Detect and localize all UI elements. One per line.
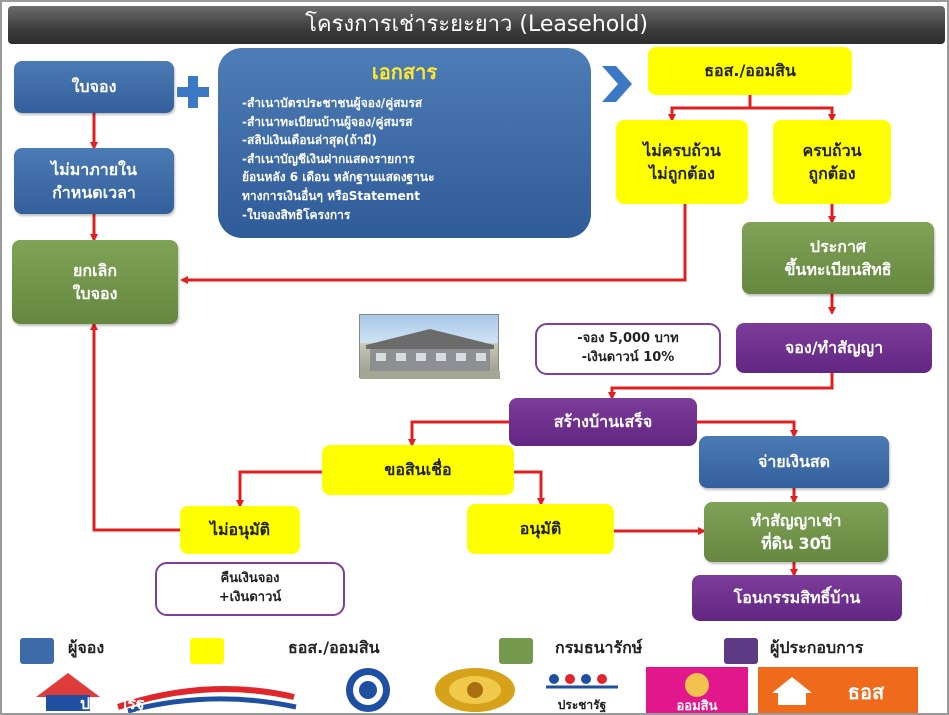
node-loan-label: ขอสินเชื่อ bbox=[384, 460, 452, 480]
pracharat-people-logo-text: ประชารัฐ bbox=[558, 698, 607, 713]
node-pay-cash: จ่ายเงินสด bbox=[699, 436, 889, 488]
pracharat-housing-logo: ประชารัฐ bbox=[28, 667, 298, 713]
arrow-not-approved-to-cancel bbox=[90, 322, 182, 532]
townhouse-image bbox=[360, 329, 500, 379]
node-refund: คืนเงินจอง +เงินดาวน์ bbox=[155, 562, 345, 616]
node-not-approved-label: ไม่อนุมัติ bbox=[209, 520, 271, 540]
page-title: โครงการเช่าระยะยาว (Leasehold) bbox=[8, 6, 945, 44]
node-announce-line-1: ประกาศ bbox=[809, 236, 867, 256]
chevron-right-icon bbox=[602, 66, 632, 102]
node-refund-line-1: คืนเงินจอง bbox=[220, 571, 280, 587]
arrow-bank-to-complete bbox=[750, 106, 836, 122]
house-photo bbox=[359, 314, 500, 379]
node-bank: ธอส./ออมสิน bbox=[648, 47, 852, 95]
node-deposit: -จอง 5,000 บาท -เงินดาวน์ 10% bbox=[535, 323, 721, 375]
node-lease: ทำสัญญาเช่า ที่ดิน 30ปี bbox=[704, 502, 888, 562]
node-complete-line-2: ถูกต้อง bbox=[808, 164, 856, 183]
pracharat-housing-logo-text: ประชารัฐ bbox=[80, 694, 145, 713]
node-approved: อนุมัติ bbox=[467, 504, 614, 554]
document-item: ทางการเงินอื่นๆ หรือStatement bbox=[242, 188, 420, 203]
node-not-in-time-line-1: ไม่มาภายใน bbox=[51, 159, 137, 179]
node-refund-line-2: +เงินดาวน์ bbox=[218, 590, 282, 605]
legend: ผู้จอง ธอส./ออมสิน กรมธนารักษ์ ผู้ประกอบ… bbox=[2, 630, 949, 664]
node-pay-cash-label: จ่ายเงินสด bbox=[757, 452, 831, 472]
node-announce: ประกาศ ขึ้นทะเบียนสิทธิ bbox=[742, 222, 934, 294]
documents-panel: เอกสาร -สำเนาบัตรประชาชนผู้จอง/คู่สมรส -… bbox=[218, 48, 591, 238]
treasury-department-logo bbox=[435, 668, 515, 712]
legend-swatch-developer bbox=[724, 638, 758, 664]
node-incomplete-line-1: ไม่ครบถ้วน bbox=[643, 140, 721, 160]
node-incomplete: ไม่ครบถ้วน ไม่ถูกต้อง bbox=[616, 120, 748, 204]
node-lease-line-2: ที่ดิน 30ปี bbox=[761, 534, 831, 553]
document-item: -สำเนาทะเบียนบ้านผู้จอง/คู่สมรส bbox=[242, 114, 413, 129]
node-not-in-time-line-2: กำหนดเวลา bbox=[52, 183, 136, 202]
legend-swatch-treasury bbox=[499, 638, 533, 664]
arrow-incomplete-to-cancel bbox=[180, 204, 687, 284]
node-cancel-line-2: ใบจอง bbox=[72, 284, 118, 303]
node-transfer-label: โอนกรรมสิทธิ์บ้าน bbox=[733, 588, 861, 608]
gsb-logo: ออมสิน bbox=[646, 667, 748, 713]
node-build-done: สร้างบ้านเสร็จ bbox=[509, 398, 697, 446]
legend-swatch-reserver bbox=[20, 638, 54, 664]
node-approved-label: อนุมัติ bbox=[519, 519, 562, 539]
legend-label-reserver: ผู้จอง bbox=[68, 638, 105, 657]
arrow-loan-to-approved bbox=[514, 470, 545, 506]
node-loan: ขอสินเชื่อ bbox=[322, 445, 514, 495]
node-transfer: โอนกรรมสิทธิ์บ้าน bbox=[692, 575, 902, 621]
node-lease-line-1: ทำสัญญาเช่า bbox=[750, 510, 842, 530]
logo-strip: ประชารัฐ ประชารัฐ ออมสิน bbox=[28, 667, 925, 713]
node-build-done-label: สร้างบ้านเสร็จ bbox=[553, 412, 653, 432]
pracharat-people-logo: ประชารัฐ bbox=[546, 674, 618, 713]
arrow-contract-to-build bbox=[608, 373, 834, 400]
node-not-in-time: ไม่มาภายใน กำหนดเวลา bbox=[14, 148, 174, 214]
legend-swatch-bank bbox=[190, 638, 224, 664]
node-complete: ครบถ้วน ถูกต้อง bbox=[773, 120, 891, 204]
ghb-logo: ธอส bbox=[758, 667, 918, 713]
node-cancel: ยกเลิก ใบจอง bbox=[12, 240, 178, 324]
node-contract-label: จอง/ทำสัญญา bbox=[784, 338, 884, 358]
node-not-approved: ไม่อนุมัติ bbox=[180, 506, 300, 554]
plus-icon bbox=[177, 76, 209, 108]
legend-label-developer: ผู้ประกอบการ bbox=[770, 638, 864, 657]
documents-title: เอกสาร bbox=[371, 60, 438, 84]
node-incomplete-line-2: ไม่ถูกต้อง bbox=[649, 164, 715, 183]
node-complete-line-1: ครบถ้วน bbox=[802, 140, 862, 160]
node-announce-line-2: ขึ้นทะเบียนสิทธิ bbox=[784, 260, 892, 279]
legend-label-bank: ธอส./ออมสิน bbox=[288, 638, 380, 657]
node-reservation-label: ใบจอง bbox=[71, 77, 117, 97]
legend-label-treasury: กรมธนารักษ์ bbox=[555, 638, 643, 657]
node-reservation: ใบจอง bbox=[14, 61, 174, 113]
document-item: -สำเนาบัตรประชาชนผู้จอง/คู่สมรส bbox=[242, 96, 423, 110]
node-cancel-line-1: ยกเลิก bbox=[72, 260, 118, 280]
gsb-logo-text: ออมสิน bbox=[676, 699, 717, 713]
node-deposit-line-2: -เงินดาวน์ 10% bbox=[581, 350, 675, 365]
ghb-logo-text: ธอส bbox=[848, 680, 885, 704]
node-bank-label: ธอส./ออมสิน bbox=[704, 61, 796, 81]
document-item: -ใบจองสิทธิโครงการ bbox=[242, 207, 351, 222]
government-seal-logo bbox=[346, 668, 390, 712]
document-item: -สลิปเงินเดือนล่าสุด(ถ้ามี) bbox=[242, 133, 377, 148]
document-item: -สำเนาบัญชีเงินฝากแสดงรายการ bbox=[242, 151, 415, 166]
arrow-bank-to-incomplete bbox=[668, 95, 752, 122]
node-contract: จอง/ทำสัญญา bbox=[736, 323, 932, 373]
node-deposit-line-1: -จอง 5,000 บาท bbox=[577, 331, 679, 347]
arrow-loan-to-not-approved bbox=[236, 470, 322, 508]
document-item: ย้อนหลัง 6 เดือน หลักฐานแสดงฐานะ bbox=[242, 170, 435, 185]
